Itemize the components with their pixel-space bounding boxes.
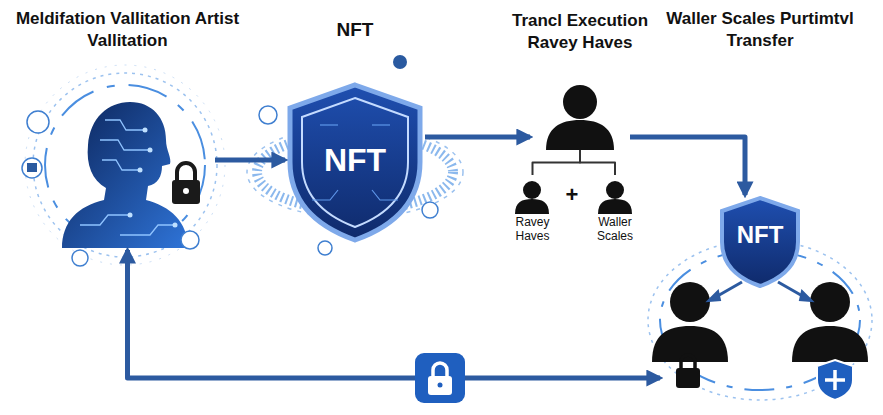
transfer-figure <box>648 198 872 400</box>
artist-figure <box>22 65 225 266</box>
node-label: Ravey Haves <box>503 215 562 243</box>
flow-arrow <box>630 137 745 195</box>
node-label: Trancl Execution Ravey Haves <box>485 10 675 54</box>
plus-sign: + <box>560 182 584 208</box>
executor-figure <box>546 85 614 150</box>
shield-label: NFT <box>720 221 800 249</box>
column-heading: Waller Scales Purtimtvl Transfer <box>660 8 860 52</box>
flow-arrow <box>215 158 285 163</box>
artist-node: Meldifation Vallitation Artist Vallitati… <box>40 95 215 250</box>
node-label: Meldifation Vallitation Artist Vallitati… <box>5 8 250 52</box>
flow-arrow <box>580 150 615 175</box>
flow-arrow <box>128 250 661 378</box>
flow-arrow <box>533 150 581 175</box>
column-heading: NFT <box>285 18 425 42</box>
execution-node: Trancl Execution Ravey Haves <box>530 85 630 150</box>
nft-shield <box>247 55 463 255</box>
party-node: Ravey Haves <box>503 175 562 245</box>
party-node: Waller Scales <box>585 175 645 245</box>
shield-label: NFT <box>310 141 400 179</box>
node-label: Waller Scales <box>585 215 645 243</box>
nft-node: NFTNFT <box>285 85 425 245</box>
flow-arrow <box>425 135 530 140</box>
transfer-node: Waller Scales Purtimtvl TransferNFT <box>660 195 875 408</box>
party-figures <box>515 181 632 214</box>
